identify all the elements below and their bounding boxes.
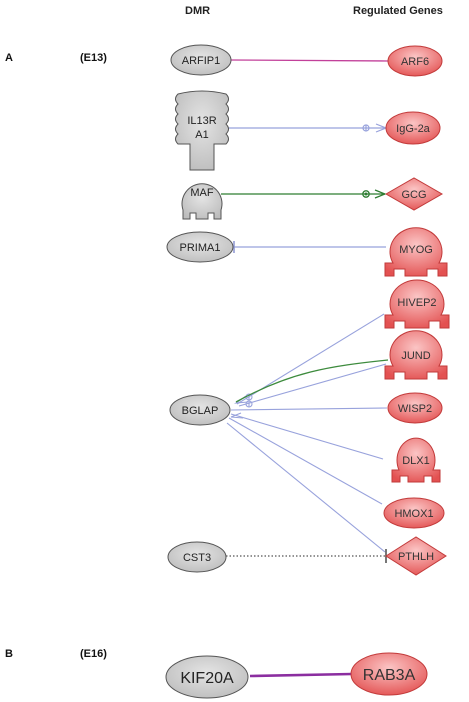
gene-node-dlx1[interactable]: DLX1 <box>391 437 441 483</box>
gene-node-label: ARF6 <box>401 56 429 68</box>
gene-node-wisp2[interactable]: WISP2 <box>387 392 443 424</box>
gene-node-label: MYOG <box>399 244 433 256</box>
panel-a-stage: (E13) <box>80 52 107 64</box>
dmr-node-label: CST3 <box>183 552 211 564</box>
dmr-node-label: PRIMA1 <box>180 242 221 254</box>
edges-into-bglap <box>226 313 388 553</box>
edge-jund-bglap-green <box>235 359 389 403</box>
gene-node-jund[interactable]: JUND <box>384 330 448 380</box>
edge-il13ra1-igg2a <box>227 123 388 133</box>
dmr-node-label: MAF <box>190 187 214 199</box>
dmr-node-maf[interactable]: MAF <box>181 183 223 220</box>
gene-node-label: RAB3A <box>363 667 416 684</box>
gene-node-pthlh[interactable]: PTHLH <box>385 536 447 576</box>
edge-maf-gcg <box>221 189 387 199</box>
dmr-node-kif20a[interactable]: KIF20A <box>165 655 249 699</box>
dmr-node-label: BGLAP <box>182 405 219 417</box>
gene-node-label: DLX1 <box>402 455 430 467</box>
gene-node-hivep2[interactable]: HIVEP2 <box>384 279 450 329</box>
panel-b-letter: B <box>5 648 13 660</box>
dmr-node-arfip1[interactable]: ARFIP1 <box>170 44 232 76</box>
panel-a-letter: A <box>5 52 13 64</box>
gene-node-hmox1[interactable]: HMOX1 <box>383 497 445 529</box>
gene-node-label: HMOX1 <box>394 508 433 520</box>
dmr-node-label: ARFIP1 <box>182 55 221 67</box>
edge-kif20a-rab3a <box>249 672 353 678</box>
gene-node-rab3a[interactable]: RAB3A <box>350 652 428 696</box>
gene-node-gcg[interactable]: GCG <box>384 177 444 211</box>
gene-node-label: IgG-2a <box>396 123 431 135</box>
dmr-node-il13ra1[interactable]: IL13R A1 <box>175 90 229 171</box>
gene-node-label: JUND <box>401 350 430 362</box>
regulated-genes-column-header: Regulated Genes <box>353 5 443 17</box>
dmr-node-label-line-2: A1 <box>195 129 208 141</box>
edge-arfip1-arf6 <box>229 59 389 62</box>
edge-cst3-pthlh <box>226 549 387 563</box>
gene-node-label: PTHLH <box>398 551 434 563</box>
panel-b-stage: (E16) <box>80 648 107 660</box>
dmr-node-cst3[interactable]: CST3 <box>167 541 227 573</box>
edge-myog-prima1 <box>233 241 386 253</box>
dmr-node-bglap[interactable]: BGLAP <box>169 394 231 426</box>
dmr-node-label-line-1: IL13R <box>187 115 216 127</box>
dmr-node-prima1[interactable]: PRIMA1 <box>166 231 234 263</box>
dmr-node-label: KIF20A <box>180 670 234 687</box>
gene-node-igg2a[interactable]: IgG-2a <box>385 111 441 145</box>
gene-node-arf6[interactable]: ARF6 <box>387 45 443 77</box>
gene-node-label: WISP2 <box>398 403 432 415</box>
gene-node-label: GCG <box>401 189 426 201</box>
gene-node-label: HIVEP2 <box>397 297 436 309</box>
dmr-column-header: DMR <box>185 5 211 17</box>
gene-node-myog[interactable]: MYOG <box>384 227 448 277</box>
